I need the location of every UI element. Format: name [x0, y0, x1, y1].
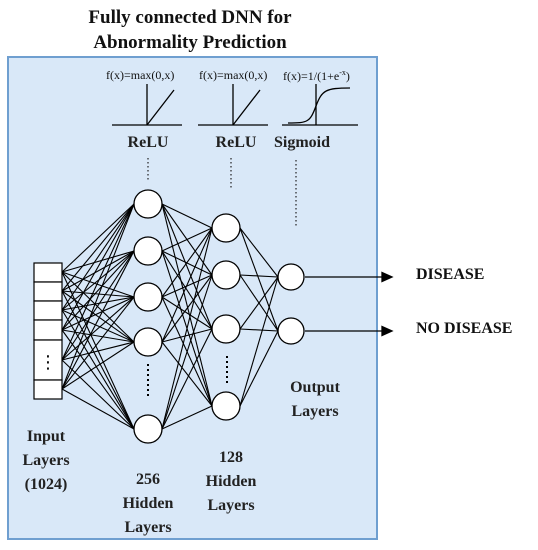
connection-input-hidden1: [61, 329, 135, 430]
connection-input-hidden1: [61, 250, 135, 273]
connection-hidden1-hidden2: [161, 296, 213, 330]
hidden-layer-1-label-line-3: Layers: [124, 519, 172, 536]
relu-plot-2: [198, 84, 268, 126]
diagram-title-line-2: Abnormality Prediction: [93, 32, 287, 53]
connection-hidden1-hidden2: [161, 203, 213, 229]
connection-input-hidden1: [61, 341, 135, 390]
sigmoid-plot: [282, 84, 358, 126]
connection-input-hidden1: [61, 203, 135, 390]
connection-input-hidden1: [61, 203, 135, 311]
connection-input-hidden1: [61, 250, 135, 292]
hidden-layer-2-neuron: [211, 391, 241, 421]
connection-input-hidden1: [61, 309, 135, 343]
connection-input-hidden1: [61, 329, 135, 343]
hidden-layer-1-neuron: [133, 236, 163, 266]
hidden-layer-2-neuron: [211, 213, 241, 243]
sigmoid-function: f(x)=1/(1+e-x): [283, 68, 350, 84]
connection-input-hidden1: [61, 250, 135, 390]
connection-hidden1-hidden2: [161, 227, 213, 252]
neurons: [133, 189, 305, 444]
connection-input-hidden1: [61, 290, 135, 430]
relu-function-1: f(x)=max(0,x): [106, 68, 175, 82]
input-vector: [33, 262, 63, 400]
connection-hidden2-output: [239, 330, 279, 407]
output-disease: DISEASE: [416, 266, 485, 283]
connection-input-hidden1: [61, 250, 135, 311]
connection-input-hidden1: [61, 296, 135, 361]
connection-hidden2-output: [239, 227, 279, 278]
connection-input-hidden1: [61, 388, 135, 430]
input-layer-label-line-3: (1024): [24, 476, 68, 493]
hidden-layer-2-label-line-2: Hidden: [205, 473, 257, 490]
layer-ellipses: [147, 356, 228, 398]
hidden-layer-2-label-line-3: Layers: [207, 497, 255, 514]
diagram-title-line-1: Fully connected DNN for: [88, 7, 292, 28]
hidden-layer-2-label: 128 Hidden Layers: [193, 446, 269, 518]
input-layer-label-line-2: Layers: [22, 452, 70, 469]
connection-input-hidden1: [61, 309, 135, 430]
hidden-layer-1-neuron: [133, 189, 163, 219]
hidden-layer-2-label-line-1: 128: [219, 449, 243, 466]
connection-input-hidden1: [61, 203, 135, 273]
connection-hidden1-hidden2: [161, 227, 213, 343]
connection-hidden1-hidden2: [161, 328, 213, 430]
sigmoid-function-suffix: ): [345, 69, 350, 83]
hidden-layer-1-label-line-1: 256: [136, 471, 160, 488]
output-layer-label: Output Layers: [270, 376, 360, 424]
connection-hidden1-hidden2: [161, 227, 213, 298]
connection-input-hidden1: [61, 203, 135, 331]
connection-hidden1-hidden2: [161, 203, 213, 330]
connection-hidden1-hidden2: [161, 274, 213, 343]
connections: [61, 203, 279, 430]
sigmoid-function-prefix: f(x)=1/(1+e: [283, 69, 340, 83]
relu-plot-1: [112, 84, 182, 126]
output-neuron: [277, 317, 305, 345]
connection-hidden1-hidden2: [161, 274, 213, 430]
connection-hidden1-hidden2: [161, 203, 213, 407]
hidden-layer-2-neuron: [211, 314, 241, 344]
connection-hidden2-output: [239, 276, 279, 407]
connection-input-hidden1: [61, 296, 135, 311]
connection-hidden2-output: [239, 227, 279, 332]
hidden-layer-2-neuron: [211, 260, 241, 290]
input-ellipsis: ⋮: [39, 352, 57, 373]
connection-hidden1-hidden2: [161, 227, 213, 430]
connection-input-hidden1: [61, 359, 135, 430]
hidden-layer-1-neuron: [133, 414, 163, 444]
connection-hidden2-output: [239, 328, 279, 332]
output-layer-label-line-2: Layers: [291, 403, 339, 420]
connection-input-hidden1: [61, 203, 135, 361]
connection-input-hidden1: [61, 203, 135, 292]
connection-hidden2-output: [239, 276, 279, 330]
connection-hidden1-hidden2: [161, 328, 213, 343]
relu-function-2: f(x)=max(0,x): [199, 68, 268, 82]
activation-label-relu-1: ReLU: [127, 134, 169, 151]
connection-hidden2-output: [239, 274, 279, 278]
hidden-layer-1-neuron: [133, 327, 163, 357]
output-neuron: [277, 263, 305, 291]
activation-connectors: [147, 158, 297, 228]
input-layer-label: Input Layers (1024): [8, 425, 84, 497]
sigmoid-function-exponent: -x: [339, 68, 346, 77]
connection-input-hidden1: [61, 250, 135, 361]
connection-hidden1-hidden2: [161, 250, 213, 330]
connection-hidden1-hidden2: [161, 341, 213, 407]
connection-input-hidden1: [61, 296, 135, 331]
hidden-layer-1-neuron: [133, 282, 163, 312]
connection-input-hidden1: [61, 271, 135, 343]
connection-input-hidden1: [61, 250, 135, 331]
hidden-layer-1-label: 256 Hidden Layers: [110, 468, 186, 540]
activation-label-sigmoid: Sigmoid: [273, 134, 330, 151]
input-layer-label-line-1: Input: [26, 428, 66, 445]
connection-hidden1-hidden2: [161, 405, 213, 430]
output-no-disease: NO DISEASE: [416, 320, 513, 337]
connection-input-hidden1: [61, 296, 135, 390]
output-layer-label-line-1: Output: [290, 379, 340, 396]
activation-label-relu-2: ReLU: [215, 134, 257, 151]
output-arrows: [305, 271, 394, 337]
hidden-layer-1-label-line-2: Hidden: [122, 495, 174, 512]
